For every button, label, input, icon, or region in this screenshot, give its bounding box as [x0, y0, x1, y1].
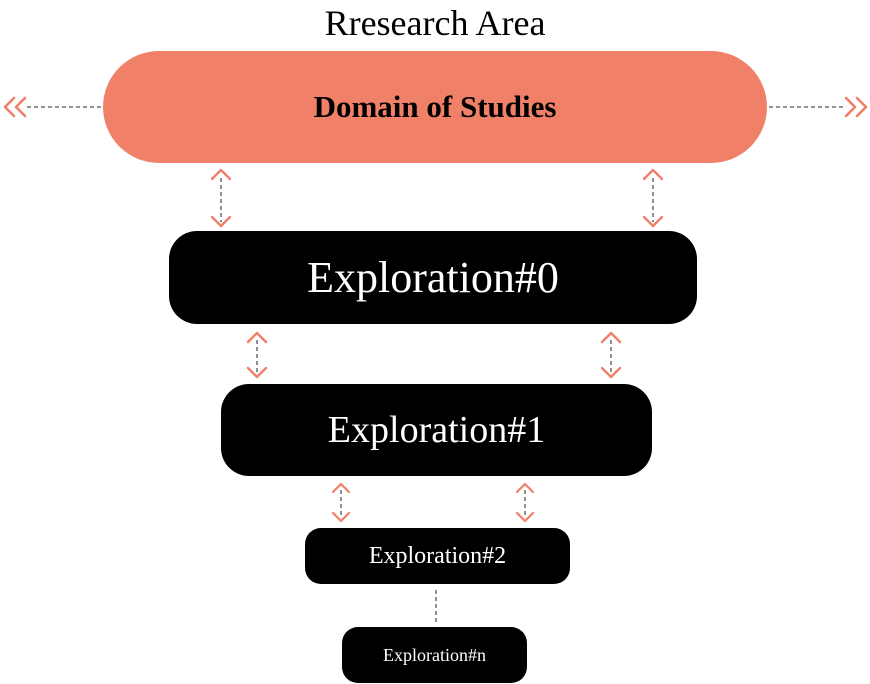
double-chevron-right-icon — [769, 96, 868, 118]
domain-of-studies-box: Domain of Studies — [103, 51, 767, 163]
exploration-n-label: Exploration#n — [383, 644, 486, 665]
exploration-1-label: Exploration#1 — [327, 409, 546, 451]
exploration-0-label: Exploration#0 — [307, 253, 559, 302]
bidirectional-arrow-icon — [331, 482, 351, 523]
exploration-2-label: Exploration#2 — [368, 542, 507, 569]
double-chevron-left-icon — [3, 96, 101, 118]
exploration-1-box: Exploration#1 — [221, 384, 652, 476]
bidirectional-arrow-icon — [246, 331, 268, 379]
exploration-2-box: Exploration#2 — [305, 528, 570, 584]
bidirectional-arrow-icon — [210, 168, 232, 228]
exploration-0-box: Exploration#0 — [169, 231, 697, 324]
bidirectional-arrow-icon — [600, 331, 622, 379]
bidirectional-arrow-icon — [642, 168, 664, 228]
exploration-n-box: Exploration#n — [342, 627, 527, 683]
bidirectional-arrow-icon — [515, 482, 535, 523]
domain-of-studies-label: Domain of Studies — [313, 89, 557, 124]
diagram-title: Rresearch Area — [324, 3, 546, 43]
